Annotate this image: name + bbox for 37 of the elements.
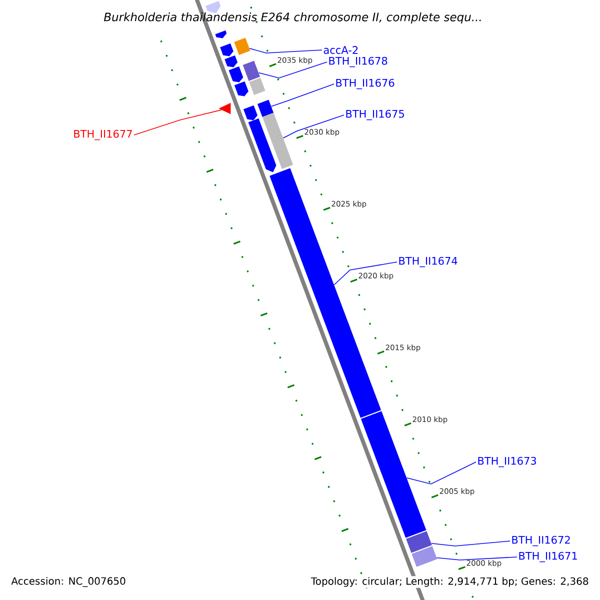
leader-line: [406, 462, 476, 484]
gene-label: BTH_II1677: [74, 130, 132, 140]
leader-line: [436, 556, 518, 560]
gene-box: [234, 38, 250, 55]
gene-feature: [220, 43, 234, 56]
leader-line: [282, 114, 344, 138]
title: Burkholderia thailandensis E264 chromosome II, complete sequ...: [104, 12, 481, 24]
gene-bar: [262, 112, 294, 169]
gene-label: accA-2: [324, 46, 358, 54]
gene-feature: [228, 66, 244, 82]
info-text: Topology: circular; Length: 2,914,771 bp; Genes: 2,368: [310, 576, 590, 588]
gene-label: BTH_II1673: [478, 456, 536, 468]
gene-label: BTH_II1674: [399, 256, 458, 268]
gene-feature: [206, 0, 221, 14]
gene-bar: [270, 168, 382, 418]
info-text: Accession: NC_007650: [10, 576, 127, 588]
leader-line: [134, 110, 222, 136]
leader-line: [334, 262, 398, 286]
gene-box: [257, 100, 274, 117]
gene-feature: [224, 55, 238, 68]
leader-line: [431, 540, 510, 546]
gene-feature: [215, 30, 227, 38]
leader-line: [258, 62, 328, 78]
triangle-marker: [218, 102, 231, 114]
gene-label: BTH_II1672: [512, 536, 570, 546]
gene-feature: [243, 105, 258, 120]
gene-feature: [234, 81, 248, 96]
gene-label: BTH_II1675: [346, 110, 404, 120]
gene-label: BTH_II1678: [329, 56, 388, 68]
gene-box: [242, 60, 260, 81]
gene-box: [412, 546, 438, 567]
gene-label: BTH_II1671: [519, 552, 577, 562]
leader-line: [249, 48, 322, 54]
gene-box: [406, 531, 432, 553]
gene-box: [249, 78, 266, 95]
leader-line: [271, 84, 334, 107]
gene-label: BTH_II1676: [336, 78, 394, 90]
